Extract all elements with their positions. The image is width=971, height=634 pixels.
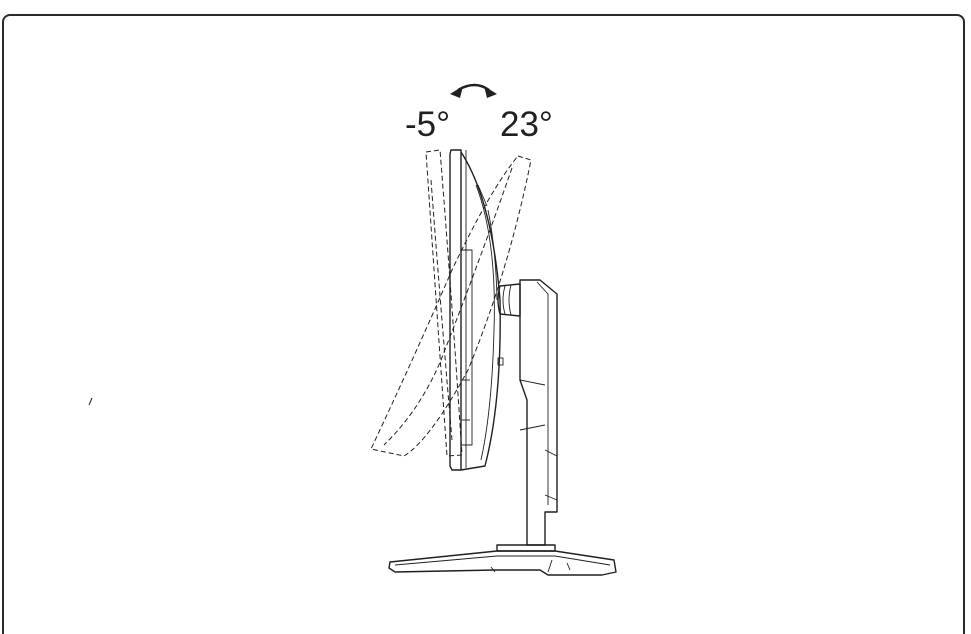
tilt-min-label: -5° (405, 105, 450, 144)
stand-hinge (497, 283, 521, 317)
monitor-tilt-diagram: -5° 23° (88, 83, 617, 576)
monitor-panel (449, 149, 504, 471)
tilt-max-label: 23° (500, 105, 553, 144)
stand-base (388, 544, 617, 576)
figure-frame (2, 14, 965, 634)
stand-neck (519, 279, 558, 546)
monitor-tilt-back-outline (370, 155, 532, 457)
monitor-tilt-forward-outline (425, 149, 463, 457)
stray-mark (88, 397, 93, 406)
curved-double-arrow-icon (450, 83, 497, 98)
